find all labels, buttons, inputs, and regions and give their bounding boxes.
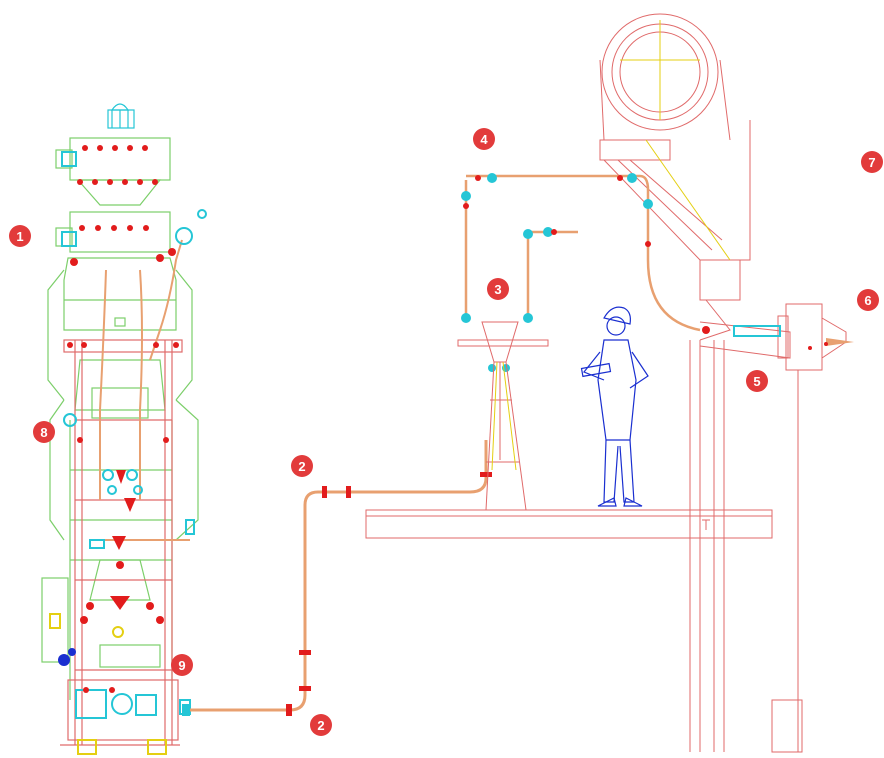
svg-text:5: 5 [753, 374, 760, 389]
marker-7: 7 [861, 151, 883, 173]
svg-text:6: 6 [864, 293, 871, 308]
marker-4: 4 [473, 128, 495, 150]
marker-5: 5 [746, 370, 768, 392]
svg-text:2: 2 [317, 718, 324, 733]
platform-structure [365, 340, 803, 753]
svg-text:3: 3 [494, 282, 501, 297]
marker-6: 6 [857, 289, 879, 311]
marker-2-lower: 2 [310, 714, 332, 736]
marker-3: 3 [487, 278, 509, 300]
svg-text:4: 4 [480, 132, 488, 147]
marker-1: 1 [9, 225, 31, 247]
svg-text:9: 9 [178, 658, 185, 673]
svg-text:7: 7 [868, 155, 875, 170]
svg-text:2: 2 [298, 459, 305, 474]
marker-2-upper: 2 [291, 455, 313, 477]
conveying-pipeline [182, 440, 492, 716]
vessel-tower [41, 103, 207, 755]
marker-9: 9 [171, 654, 193, 676]
burner-nozzle [699, 303, 854, 371]
marker-8: 8 [33, 421, 55, 443]
svg-text:1: 1 [16, 229, 23, 244]
svg-text:8: 8 [40, 425, 47, 440]
feed-line [457, 173, 701, 511]
operator-figure [580, 306, 649, 507]
